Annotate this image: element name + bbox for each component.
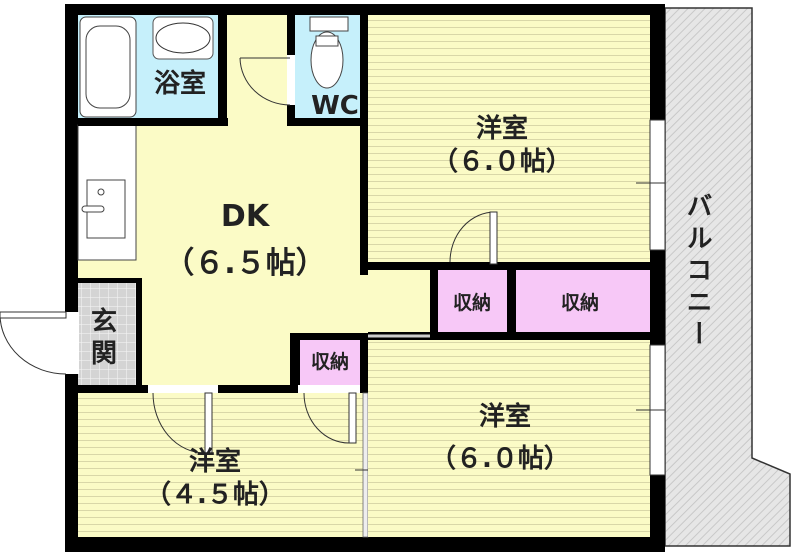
western-top-size: （６.０帖）	[432, 147, 572, 177]
western-bottom-right-label: 洋室	[479, 401, 531, 432]
dk-label: DK	[221, 199, 271, 234]
bathtub-icon	[79, 16, 137, 118]
western-room-bottom-left	[78, 393, 363, 537]
entrance-door[interactable]	[0, 313, 67, 375]
storage-1-label: 収納	[453, 291, 491, 314]
storage-2	[516, 270, 650, 332]
storage-3	[300, 340, 360, 386]
storage-2-label: 収納	[561, 291, 599, 314]
entrance-label-bottom: 関	[91, 339, 117, 369]
storage-1	[437, 270, 507, 332]
bath-label: 浴室	[154, 68, 206, 99]
western-room-bottom-right	[368, 340, 650, 537]
western-bottom-left-size: （４.５帖）	[145, 480, 285, 510]
western-bottom-left-label: 洋室	[189, 446, 241, 477]
storage-3-label: 収納	[311, 350, 349, 373]
western-top-label: 洋室	[476, 113, 528, 144]
entrance-area	[78, 282, 136, 385]
dk-size: （６.５帖）	[164, 246, 325, 281]
toilet-icon	[309, 16, 349, 89]
entrance-label-top: 玄	[91, 306, 117, 337]
balcony-label: バルコニー	[682, 192, 712, 352]
wc-label: WC	[311, 91, 359, 121]
western-room-top	[368, 15, 650, 262]
wc-door[interactable]	[239, 57, 291, 106]
western-bottom-right-size: （６.０帖）	[430, 444, 570, 474]
